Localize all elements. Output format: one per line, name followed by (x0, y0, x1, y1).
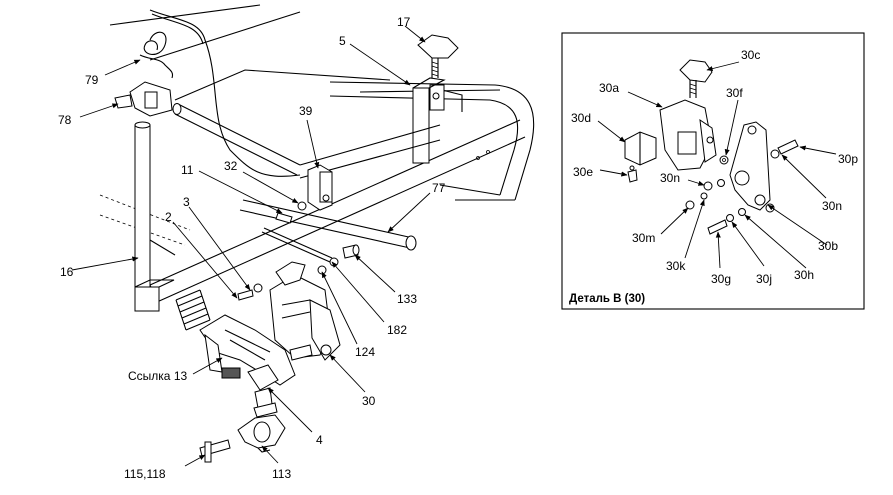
callout-11: 11 (181, 163, 194, 177)
callout-77: 77 (432, 181, 446, 195)
detail-pin-30e (627, 165, 638, 183)
cable-spring (139, 9, 301, 177)
callout-115-118: 115,118 (124, 467, 166, 481)
detail-label-30k: 30k (666, 259, 686, 273)
detail-lever-30b (729, 121, 771, 211)
rod-77 (239, 199, 417, 251)
clamp-knob (114, 81, 173, 117)
detail-title: Деталь B (30) (569, 293, 645, 305)
callout-labels: 17 5 79 78 39 11 32 77 3 2 16 133 182 12… (58, 15, 446, 481)
callout-113: 113 (272, 467, 291, 481)
detail-bolt-30p (770, 139, 799, 159)
callout-39: 39 (299, 104, 313, 118)
detail-label-30h: 30h (794, 268, 814, 282)
callout-133: 133 (397, 292, 417, 306)
detail-label-30j: 30j (756, 272, 772, 286)
callout-30: 30 (362, 394, 376, 408)
callout-reference-13: Ссылка 13 (128, 369, 187, 383)
detail-frame (561, 32, 865, 310)
detail-clamp-30a (659, 99, 717, 171)
gun-holder-30 (269, 261, 341, 361)
detail-block-30d (624, 131, 657, 166)
callout-3: 3 (183, 195, 190, 209)
tip-guard (199, 414, 286, 463)
callout-182: 182 (387, 323, 407, 337)
callout-16: 16 (60, 265, 74, 279)
callout-78: 78 (58, 113, 72, 127)
callout-17: 17 (397, 15, 411, 29)
star-knob (417, 34, 459, 78)
bracket-39 (307, 164, 333, 211)
callout-124: 124 (355, 345, 375, 359)
detail-label-30e: 30e (573, 165, 593, 179)
callout-79: 79 (85, 73, 99, 87)
coil-spring-2 (175, 289, 211, 331)
detail-label-30p: 30p (838, 152, 858, 166)
leader-lines (71, 25, 431, 467)
detail-label-30f: 30f (726, 86, 743, 100)
callout-2: 2 (165, 210, 172, 224)
detail-leader-lines (597, 61, 837, 269)
detail-knob-30c (679, 59, 713, 98)
detail-label-30c: 30c (741, 48, 760, 62)
detail-label-30b: 30b (818, 239, 838, 253)
detail-label-30m: 30m (632, 231, 655, 245)
cart-frame (99, 4, 535, 312)
detail-label-30n-lower: 30n (822, 199, 842, 213)
detail-label-30d: 30d (571, 111, 591, 125)
detail-small-parts (685, 192, 746, 235)
detail-b-panel: 30c 30a 30f 30d 30e 30n 30p 30n 30m 30b … (561, 32, 865, 310)
callout-5: 5 (339, 34, 346, 48)
detail-label-30n-upper: 30n (660, 171, 680, 185)
detail-label-30g: 30g (711, 272, 731, 286)
callout-4: 4 (316, 433, 323, 447)
callout-32: 32 (224, 159, 238, 173)
detail-nut-30f (719, 155, 729, 165)
detail-label-30a: 30a (599, 81, 619, 95)
